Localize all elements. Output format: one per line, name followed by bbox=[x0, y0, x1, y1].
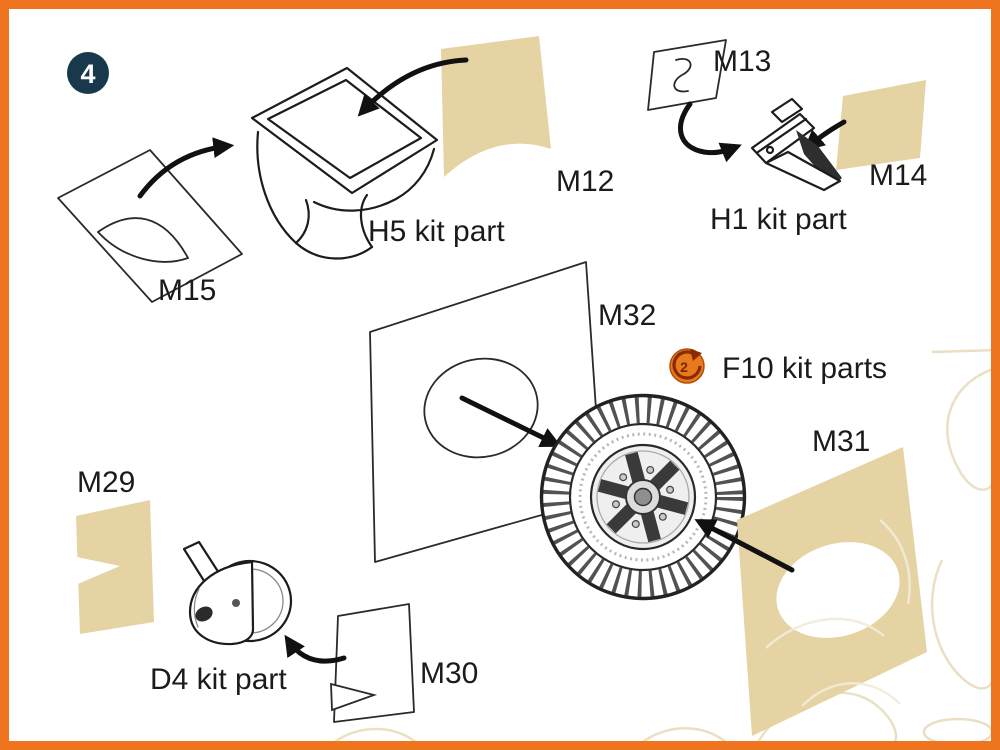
label-h5: H5 kit part bbox=[368, 215, 505, 248]
mask-m31 bbox=[737, 447, 927, 736]
label-m15: M15 bbox=[158, 274, 216, 307]
part-d4 bbox=[188, 559, 293, 646]
label-m29: M29 bbox=[77, 466, 135, 499]
mask-m30-notch bbox=[330, 682, 378, 712]
label-m12: M12 bbox=[556, 165, 614, 198]
part-h5 bbox=[250, 66, 439, 260]
label-m32: M32 bbox=[598, 299, 656, 332]
arrow-m12-to-h5 bbox=[357, 57, 469, 117]
part-h1-dark-detail bbox=[796, 130, 842, 186]
step-number: 4 bbox=[80, 59, 95, 89]
label-m30: M30 bbox=[420, 657, 478, 690]
spinner-tip bbox=[195, 606, 213, 622]
arrow-m15-to-h5 bbox=[137, 137, 235, 199]
mask-m15 bbox=[57, 149, 243, 303]
arrow-m30-to-d4 bbox=[284, 634, 347, 664]
watermark-over bbox=[765, 519, 911, 707]
label-m13: M13 bbox=[713, 45, 771, 78]
mask-m15-cutline bbox=[97, 217, 189, 259]
label-m31: M31 bbox=[812, 425, 870, 458]
mask-m13-cutline bbox=[673, 58, 692, 93]
mask-m32-hole bbox=[423, 357, 539, 459]
mask-m29 bbox=[72, 500, 154, 634]
part-h1 bbox=[750, 97, 842, 192]
wheel-spokes bbox=[597, 451, 689, 543]
repeat-count: 2 bbox=[680, 359, 688, 375]
mask-m30 bbox=[330, 603, 415, 723]
label-d4: D4 kit part bbox=[150, 663, 287, 696]
part-f10-wheel bbox=[539, 393, 747, 601]
mask-m12 bbox=[441, 36, 551, 177]
step-badge-circle bbox=[67, 52, 109, 94]
label-f10: F10 kit parts bbox=[722, 352, 887, 385]
tire-tread bbox=[543, 397, 743, 597]
arrow-m32-to-wheel bbox=[459, 395, 562, 447]
label-h1: H1 kit part bbox=[710, 203, 847, 236]
arrow-m13-to-h1 bbox=[678, 101, 742, 163]
mask-m29-notch bbox=[72, 556, 120, 586]
hub-bolts bbox=[611, 465, 675, 529]
label-m14: M14 bbox=[869, 159, 927, 192]
circular-arrow-icon bbox=[672, 350, 702, 380]
mask-m14 bbox=[836, 80, 926, 170]
mask-m31-hole bbox=[776, 542, 900, 638]
repeat-icon: 2 bbox=[669, 348, 705, 384]
mask-m13 bbox=[647, 39, 727, 111]
sidewall-lettering bbox=[578, 432, 708, 562]
step-badge: 4 bbox=[67, 52, 109, 94]
arrow-m31-to-wheel bbox=[694, 519, 795, 573]
